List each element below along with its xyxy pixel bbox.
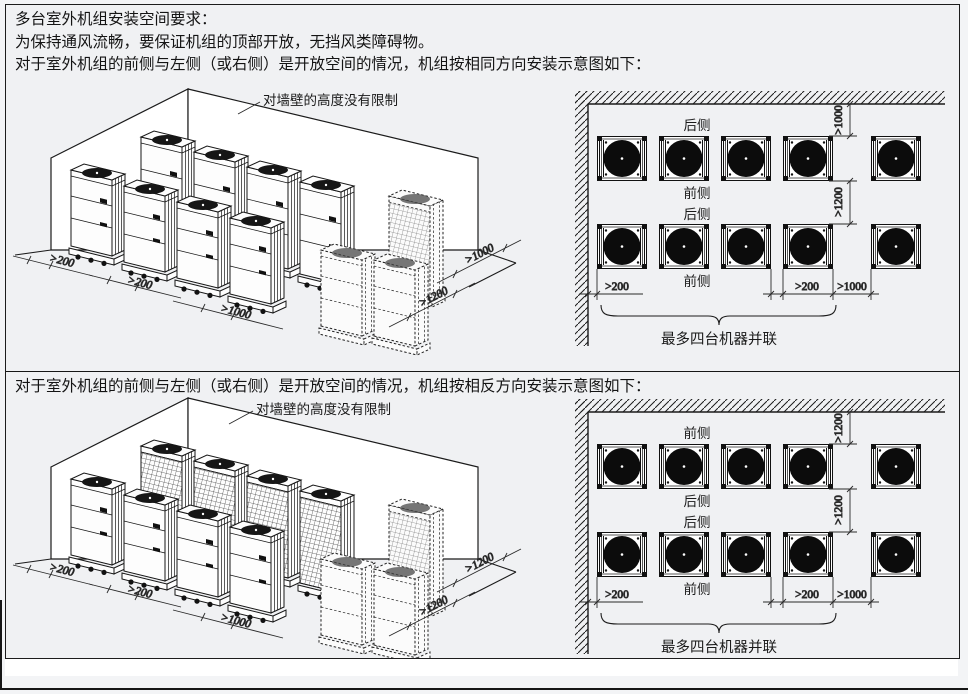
fan-unit-top-view	[783, 224, 833, 269]
row-label: 后侧	[684, 118, 711, 133]
fan-unit-top-view	[871, 444, 921, 489]
outdoor-unit	[174, 195, 234, 299]
outdoor-unit	[121, 179, 181, 283]
fan-unit-top-view	[659, 136, 709, 181]
fan-unit-top-view	[721, 224, 771, 269]
dim-wall-gap: >1200	[829, 408, 857, 448]
fan-unit-top-view	[721, 532, 771, 577]
outdoor-unit	[227, 211, 287, 315]
dimension-label: >200	[605, 589, 629, 601]
fan-unit-top-view	[721, 444, 771, 489]
outdoor-unit	[121, 488, 181, 592]
wall-note-group: 对墙壁的高度没有限制	[228, 401, 391, 425]
row-label: 后侧	[684, 494, 711, 509]
fan-row-1	[597, 444, 921, 489]
max-parallel-caption: 最多四台机器并联	[661, 331, 777, 348]
fan-unit-top-view	[783, 532, 833, 577]
fan-unit-top-view	[871, 136, 921, 181]
outdoor-unit-dashed	[318, 243, 378, 346]
dimension-label: >200	[605, 281, 629, 293]
row-label: 后侧	[684, 207, 711, 222]
wall-height-note: 对墙壁的高度没有限制	[256, 401, 391, 417]
row-label: 前侧	[684, 425, 711, 441]
iso-dimensions: >200 >200 >1000 >1200 >1200	[12, 548, 522, 639]
fan-unit-top-view	[659, 224, 709, 269]
outdoor-unit	[68, 472, 128, 576]
section-divider	[6, 371, 959, 372]
dimension-label: >1000	[837, 281, 867, 293]
fan-unit-top-view	[597, 444, 647, 489]
row-label: 前侧	[684, 185, 711, 201]
wall-hatch-left	[575, 91, 588, 346]
dimension-label: >1200	[833, 413, 845, 443]
wall-hatch-top	[575, 91, 945, 104]
fan-unit-top-view	[659, 532, 709, 577]
plan-view-opposite-direction: 前侧 后侧 后侧 前侧 >1200 >1200 >200 >200 >1000 …	[575, 399, 945, 656]
left-edge-line	[0, 600, 2, 690]
row-label: 后侧	[684, 515, 711, 530]
bottom-border-line	[0, 688, 968, 691]
outdoor-unit-dashed	[318, 552, 378, 655]
grouping-brace	[600, 612, 837, 634]
fan-unit-top-view	[597, 136, 647, 181]
grouping-brace	[600, 304, 837, 326]
dim-wall-gap: >1000	[829, 100, 857, 140]
page-header: 多台室外机组安装空间要求： 为保持通风流畅，要保证机组的顶部开放，无挡风类障碍物…	[15, 9, 651, 77]
dimension-label: >1200	[833, 495, 845, 525]
wall-hatch-top	[575, 399, 945, 412]
dim-row-gap: >1200	[829, 177, 857, 228]
dimension-label: >1000	[833, 105, 845, 135]
dimension-label: >200	[795, 281, 819, 293]
iso-view-opposite-direction: >200 >200 >1000 >1200 >1200 对墙壁的高度没有限制	[12, 397, 522, 658]
fan-row-1	[597, 136, 921, 181]
bottom-dimensions: >200 >200 >1000	[579, 577, 879, 608]
plan-view-same-direction: 后侧 前侧 后侧 前侧 >1000 >1200 >200 >200 >1000 …	[575, 91, 945, 348]
dim-row-gap: >1200	[829, 485, 857, 536]
content-box: 多台室外机组安装空间要求： 为保持通风流畅，要保证机组的顶部开放，无挡风类障碍物…	[5, 4, 960, 659]
wall-face-lines	[587, 103, 945, 346]
fan-unit-top-view	[659, 444, 709, 489]
opposite-direction-note: 对于室外机组的前侧与左侧（或右侧）是开放空间的情况，机组按相反方向安装示意图如下…	[15, 378, 651, 395]
bottom-white-band	[5, 659, 958, 676]
wall-hatch-left	[575, 399, 588, 654]
dimension-label: >1000	[837, 589, 867, 601]
dimension-label: >200	[795, 589, 819, 601]
fan-unit-top-view	[597, 532, 647, 577]
max-parallel-caption: 最多四台机器并联	[661, 639, 777, 656]
requirements-title: 多台室外机组安装空间要求：	[15, 11, 217, 28]
ventilation-note: 为保持通风流畅，要保证机组的顶部开放，无挡风类障碍物。	[15, 33, 434, 51]
bottom-dimensions: >200 >200 >1000	[579, 269, 879, 300]
outdoor-unit	[227, 520, 287, 624]
fan-unit-top-view	[721, 136, 771, 181]
fan-unit-top-view	[871, 224, 921, 269]
row-label: 前侧	[684, 581, 711, 597]
outdoor-unit	[174, 504, 234, 608]
fan-row-2	[597, 224, 921, 269]
wall-face-lines	[587, 411, 945, 654]
row-label: 前侧	[684, 273, 711, 289]
wall-note-group: 对墙壁的高度没有限制	[237, 92, 398, 115]
fan-unit-top-view	[783, 136, 833, 181]
outdoor-unit	[68, 163, 128, 267]
dimension-label: >1200	[833, 187, 845, 217]
fan-unit-top-view	[783, 444, 833, 489]
same-direction-note: 对于室外机组的前侧与左侧（或右侧）是开放空间的情况，机组按相同方向安装示意图如下…	[15, 56, 651, 73]
fan-row-2	[597, 532, 921, 577]
fan-unit-top-view	[597, 224, 647, 269]
iso-view-same-direction: >200 >200 >1000 >1200 >1000 对墙壁的高度没有限制	[12, 88, 522, 356]
fan-unit-top-view	[871, 532, 921, 577]
wall-height-note: 对墙壁的高度没有限制	[263, 92, 398, 108]
